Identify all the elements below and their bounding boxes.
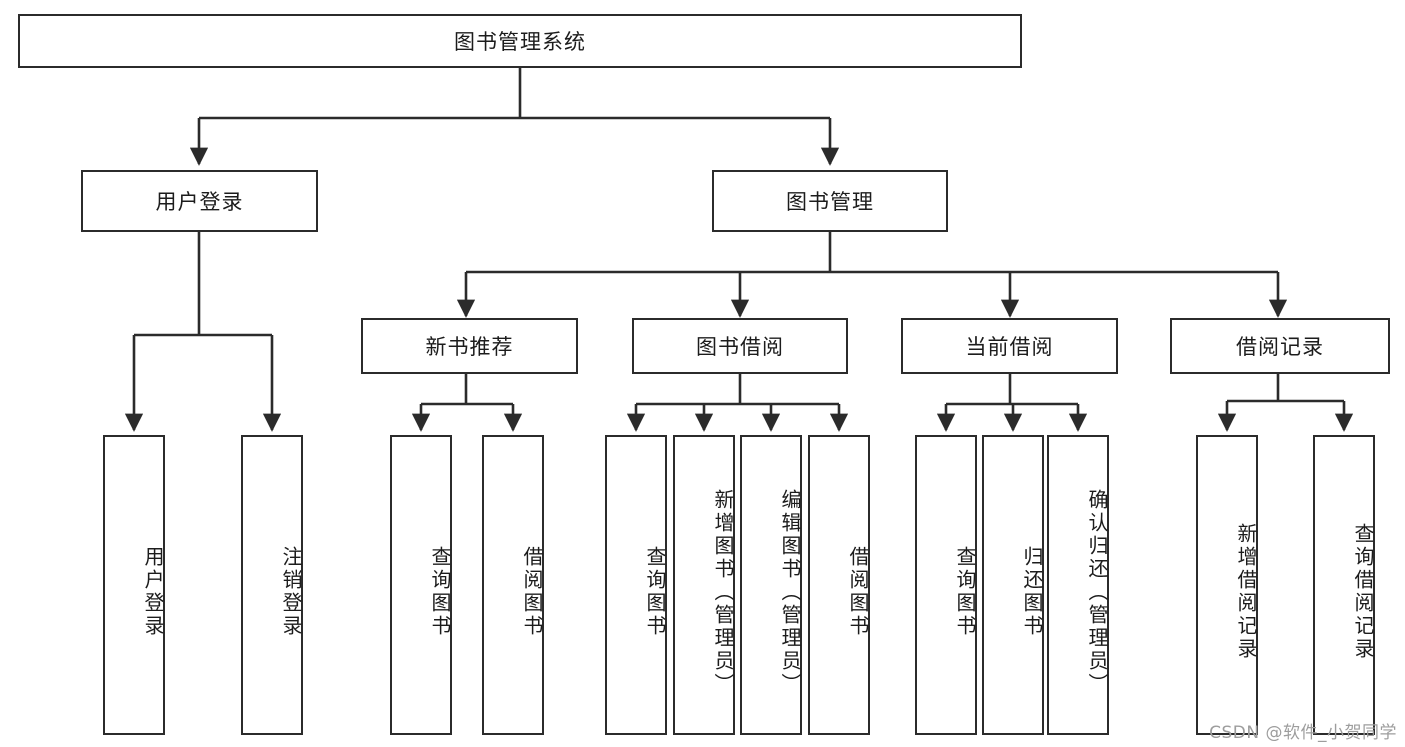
node-leaf-return-book[interactable]: 归还图书: [982, 435, 1044, 735]
node-label: 查询图书: [428, 546, 452, 638]
node-label: 归还图书: [1020, 546, 1044, 638]
node-label: 注销登录: [279, 546, 303, 638]
node-label: 编辑图书（管理员）: [778, 488, 802, 696]
node-user-login[interactable]: 用户登录: [81, 170, 318, 232]
node-label: 查询图书: [643, 546, 667, 638]
node-label: 图书管理: [786, 190, 874, 214]
node-label: 用户登录: [141, 546, 165, 638]
node-label: 查询图书: [953, 546, 977, 638]
node-leaf-edit-book-admin[interactable]: 编辑图书（管理员）: [740, 435, 802, 735]
node-label: 借阅图书: [846, 546, 870, 638]
node-book-management[interactable]: 图书管理: [712, 170, 948, 232]
node-book-borrowing[interactable]: 图书借阅: [632, 318, 848, 374]
node-label: 图书借阅: [696, 335, 784, 359]
node-label: 新增图书（管理员）: [711, 488, 735, 696]
node-label: 图书管理系统: [454, 30, 586, 54]
node-label: 借阅记录: [1236, 335, 1324, 359]
node-leaf-query-borrow-record[interactable]: 查询借阅记录: [1313, 435, 1375, 735]
node-leaf-query-book-borrow[interactable]: 查询图书: [605, 435, 667, 735]
node-label: 当前借阅: [965, 335, 1054, 359]
node-leaf-logout[interactable]: 注销登录: [241, 435, 303, 735]
node-leaf-borrow-book[interactable]: 借阅图书: [808, 435, 870, 735]
node-leaf-query-book-newbook[interactable]: 查询图书: [390, 435, 452, 735]
node-leaf-add-book-admin[interactable]: 新增图书（管理员）: [673, 435, 735, 735]
node-leaf-confirm-return-admin[interactable]: 确认归还（管理员）: [1047, 435, 1109, 735]
node-new-book-recommendation[interactable]: 新书推荐: [361, 318, 578, 374]
node-label: 借阅图书: [520, 546, 544, 638]
node-current-borrowing[interactable]: 当前借阅: [901, 318, 1118, 374]
node-leaf-borrow-book-newbook[interactable]: 借阅图书: [482, 435, 544, 735]
node-leaf-add-borrow-record[interactable]: 新增借阅记录: [1196, 435, 1258, 735]
node-borrowing-record[interactable]: 借阅记录: [1170, 318, 1390, 374]
node-root-book-management-system[interactable]: 图书管理系统: [18, 14, 1022, 68]
node-label: 查询借阅记录: [1351, 523, 1375, 661]
node-label: 确认归还（管理员）: [1085, 488, 1109, 696]
node-label: 用户登录: [155, 190, 244, 214]
node-leaf-query-book-current[interactable]: 查询图书: [915, 435, 977, 735]
node-label: 新增借阅记录: [1234, 523, 1258, 661]
csdn-watermark: CSDN @软件_小贺同学: [1209, 723, 1397, 743]
node-label: 新书推荐: [425, 335, 514, 359]
node-leaf-user-login[interactable]: 用户登录: [103, 435, 165, 735]
